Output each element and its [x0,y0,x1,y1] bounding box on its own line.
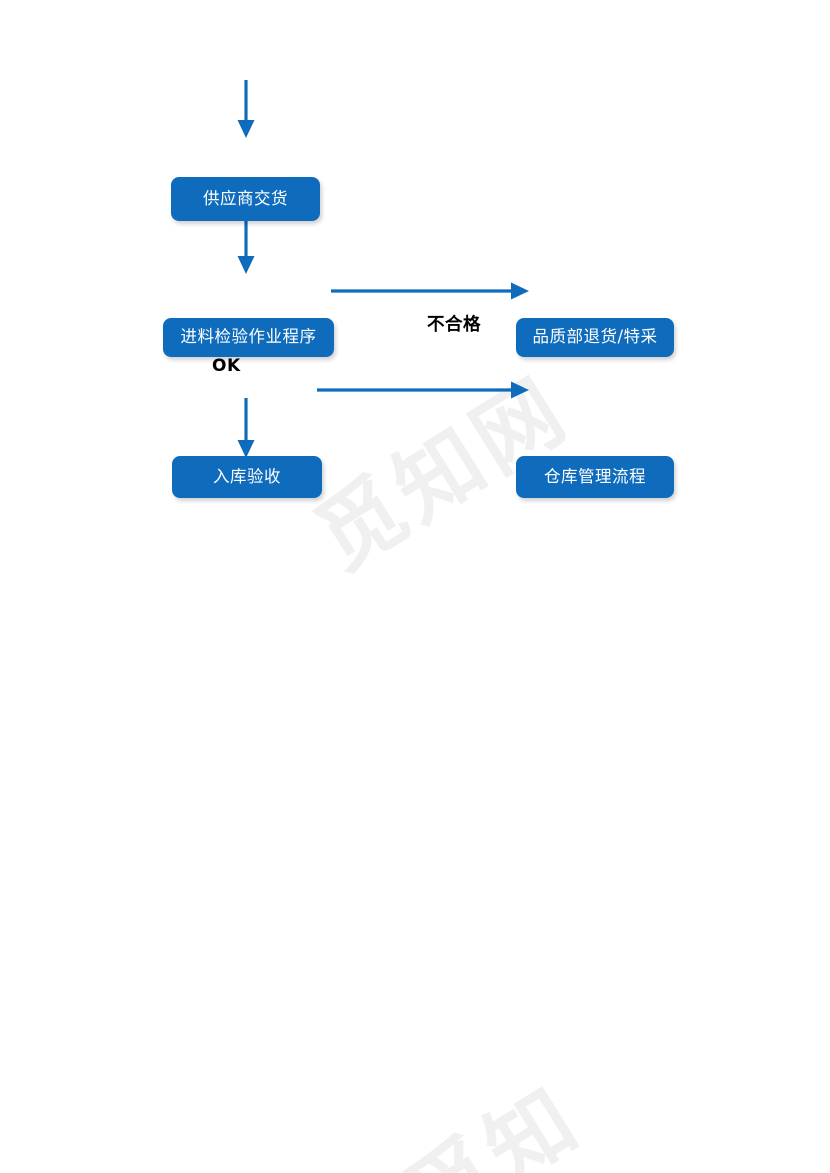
node-label: 仓库管理流程 [544,466,646,486]
connector-delivery-to-inspection [237,217,255,274]
node-label: 供应商交货 [203,188,288,208]
entry-arrow [237,80,255,138]
node-warehouse-acceptance[interactable]: 入库验收 [172,456,322,498]
edge-label-reject: 不合格 [427,315,481,335]
connector-inspection-to-acceptance [237,398,255,458]
node-label: 入库验收 [213,466,281,486]
edge-label-ok: OK [212,356,241,376]
node-warehouse-process[interactable]: 仓库管理流程 [516,456,674,498]
node-supplier-delivery[interactable]: 供应商交货 [171,177,320,221]
watermark-text-secondary: 觅知 [389,1068,600,1173]
node-label: 品质部退货/特采 [532,327,658,347]
node-label: 进料检验作业程序 [180,327,317,347]
node-incoming-inspection[interactable]: 进料检验作业程序 [163,318,334,357]
node-quality-return[interactable]: 品质部退货/特采 [516,318,674,357]
connector-inspection-to-warehouse-process [317,381,529,399]
connector-inspection-to-quality-return [331,282,529,300]
